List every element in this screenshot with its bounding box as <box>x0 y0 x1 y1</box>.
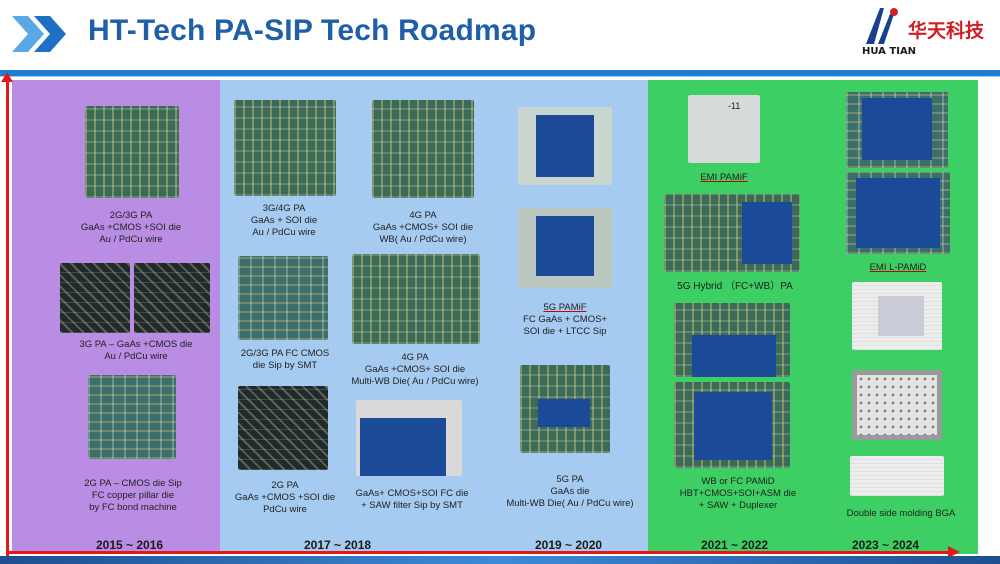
caption-double-side-molding: Double side molding BGA <box>846 508 956 519</box>
chip-photo-3g-pa-b <box>134 263 210 333</box>
hua-tian-logo-icon <box>866 8 898 44</box>
chip-photo-emi-lpamid-a <box>846 92 948 168</box>
chip-photo-2g3g-fc-cmos <box>238 256 328 340</box>
chip-photo-2g3g-pa <box>85 106 179 198</box>
chip-photo-5g-hybrid-pa <box>664 194 800 272</box>
footer-bar <box>0 556 1000 564</box>
redacted-block <box>862 98 932 160</box>
redacted-block <box>878 296 924 336</box>
year-label-2023-2024: 2023 ~ 2024 <box>852 538 920 552</box>
redacted-block <box>856 178 940 248</box>
redacted-block <box>536 216 594 276</box>
chip-photo-pamid-b <box>674 382 790 468</box>
chip-photo-2g-pa <box>238 386 328 470</box>
chip-photo-pamid-a <box>674 303 790 377</box>
redacted-block <box>742 202 792 264</box>
chip-photo-5g-pamif <box>518 208 612 288</box>
logo-english-text: HUA TIAN <box>862 46 917 57</box>
vertical-axis <box>6 80 9 556</box>
header-divider-thin <box>0 76 1000 77</box>
chip-photo-emi-pamif: -11 <box>688 95 760 163</box>
timeline-arrow-icon <box>948 546 960 558</box>
chip-photo-molding-top <box>852 282 942 350</box>
caption-emi-lpamid: EMI L-PAMiD <box>869 262 927 273</box>
chip-photo-2g-pa-cmos <box>88 375 176 459</box>
year-label-2019-2020: 2019 ~ 2020 <box>535 538 603 552</box>
year-label-2017-2018: 2017 ~ 2018 <box>304 538 372 552</box>
redacted-block <box>538 399 590 427</box>
chip-marking: -11 <box>728 101 741 111</box>
caption-fc-saw-sip: GaAs+ CMOS+SOI FC die+ SAW filter Sip by… <box>355 488 469 511</box>
chevron-arrows-icon <box>12 16 66 52</box>
chip-photo-3g-pa-a <box>60 263 130 333</box>
redacted-block <box>536 115 594 177</box>
chip-photo-4g-pa-multi-wb <box>352 254 480 344</box>
chip-photo-3g4g-pa <box>234 100 336 196</box>
timeline-axis <box>6 551 952 554</box>
vertical-axis-arrow-icon <box>1 72 13 82</box>
chip-photo-molding-bga <box>852 370 942 440</box>
page-title: HT-Tech PA-SIP Tech Roadmap <box>88 14 537 47</box>
chip-photo-emi-lpamid-b <box>846 172 950 254</box>
chip-photo-molding-side <box>850 456 944 496</box>
caption-emi-pamif: EMI PAMiF <box>700 172 748 183</box>
header-divider <box>0 70 1000 76</box>
logo-chinese-text: 华天科技 <box>908 20 985 42</box>
redacted-block <box>360 418 446 476</box>
chip-photo-5g-pa <box>520 365 610 453</box>
year-label-2015-2016: 2015 ~ 2016 <box>96 538 164 552</box>
caption-5g-hybrid-pa: 5G Hybrid （FC+WB）PA <box>677 281 793 292</box>
chip-photo-2019-top <box>518 107 612 185</box>
redacted-block <box>692 335 776 377</box>
chip-photo-fc-saw-sip <box>356 400 462 476</box>
year-label-2021-2022: 2021 ~ 2022 <box>701 538 769 552</box>
chip-photo-4g-pa-wb <box>372 100 474 198</box>
redacted-block <box>694 392 772 460</box>
